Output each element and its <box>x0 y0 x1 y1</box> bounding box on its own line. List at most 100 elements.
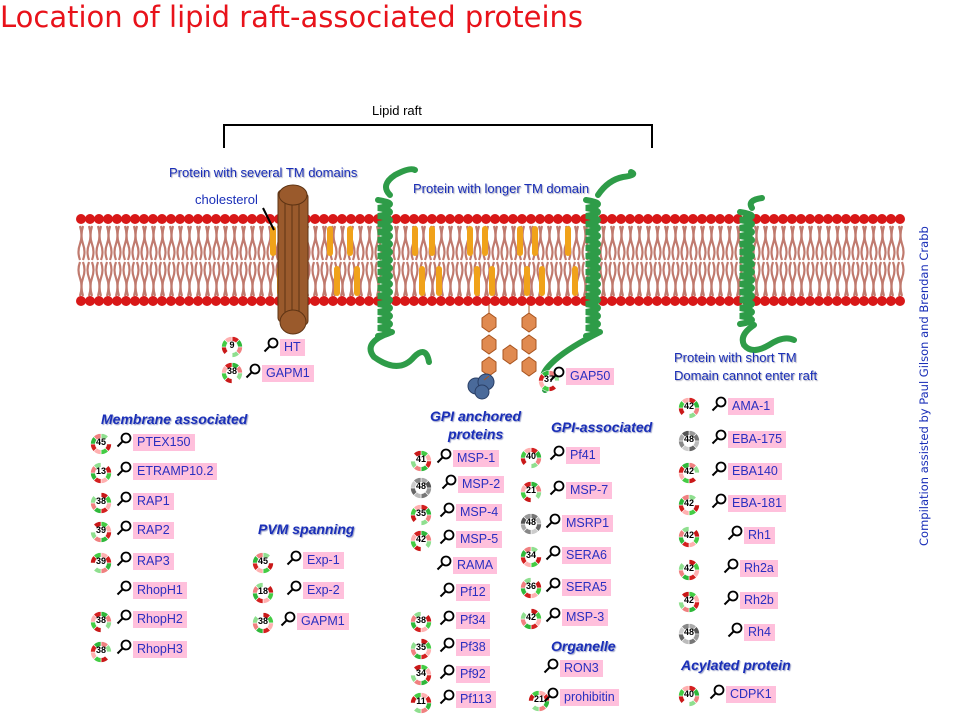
protein-tag[interactable]: ETRAMP10.2 <box>133 463 218 480</box>
protein-tag[interactable]: prohibitin <box>560 689 619 706</box>
magnifier-icon[interactable] <box>543 658 559 674</box>
magnifier-icon[interactable] <box>711 429 727 445</box>
magnifier-icon[interactable] <box>439 689 455 705</box>
magnifier-icon[interactable] <box>116 461 132 477</box>
protein-tag[interactable]: RAP3 <box>133 553 174 570</box>
protein-tag[interactable]: EBA140 <box>728 463 782 480</box>
protein-tag[interactable]: Pf113 <box>456 691 496 708</box>
expression-count: 38 <box>226 366 237 376</box>
magnifier-icon[interactable] <box>441 474 457 490</box>
expression-count: 42 <box>525 612 536 622</box>
expression-count: 42 <box>683 401 694 411</box>
protein-tag[interactable]: Rh2b <box>740 592 778 609</box>
magnifier-icon[interactable] <box>286 550 302 566</box>
protein-tag[interactable]: Rh4 <box>744 624 775 641</box>
gpi-protein-blob <box>467 373 495 400</box>
protein-tag[interactable]: Pf41 <box>566 447 600 464</box>
magnifier-icon[interactable] <box>436 448 452 464</box>
protein-tag[interactable]: RON3 <box>560 660 603 677</box>
protein-tag[interactable]: Exp-1 <box>303 552 344 569</box>
magnifier-icon[interactable] <box>549 445 565 461</box>
magnifier-icon[interactable] <box>711 493 727 509</box>
protein-tag[interactable]: SERA5 <box>562 579 611 596</box>
expression-wheel <box>410 638 432 660</box>
magnifier-icon[interactable] <box>727 525 743 541</box>
magnifier-icon[interactable] <box>436 555 452 571</box>
magnifier-icon[interactable] <box>439 610 455 626</box>
expression-wheel <box>678 397 700 419</box>
longer-tm-label: Protein with longer TM domain <box>413 181 590 196</box>
protein-tag[interactable]: Pf92 <box>456 666 490 683</box>
cholesterol-molecules <box>270 226 578 296</box>
protein-tag[interactable]: CDPK1 <box>726 686 776 703</box>
tm-protein-left <box>367 166 432 369</box>
protein-tag[interactable]: MSP-7 <box>566 482 613 499</box>
protein-tag[interactable]: RhopH3 <box>133 641 187 658</box>
protein-tag[interactable]: MSP-5 <box>456 531 503 548</box>
magnifier-icon[interactable] <box>723 590 739 606</box>
magnifier-icon[interactable] <box>116 580 132 596</box>
expression-count: 40 <box>683 689 694 699</box>
magnifier-icon[interactable] <box>245 363 261 379</box>
magnifier-icon[interactable] <box>439 529 455 545</box>
magnifier-icon[interactable] <box>727 622 743 638</box>
protein-tag[interactable]: Rh1 <box>744 527 775 544</box>
magnifier-icon[interactable] <box>263 337 279 353</box>
magnifier-icon[interactable] <box>545 513 561 529</box>
expression-count: 48 <box>683 434 694 444</box>
protein-tag[interactable]: Pf38 <box>456 639 490 656</box>
magnifier-icon[interactable] <box>711 396 727 412</box>
magnifier-icon[interactable] <box>116 609 132 625</box>
magnifier-icon[interactable] <box>545 577 561 593</box>
protein-tag[interactable]: RAP1 <box>133 493 174 510</box>
protein-tag[interactable]: MSP-1 <box>453 450 500 467</box>
protein-tag[interactable]: MSP-3 <box>562 609 609 626</box>
magnifier-icon[interactable] <box>543 687 559 703</box>
expression-count: 45 <box>95 437 106 447</box>
protein-tag[interactable]: MSP-2 <box>458 476 505 493</box>
protein-tag[interactable]: RhopH2 <box>133 611 187 628</box>
protein-tag[interactable]: GAP50 <box>566 368 615 385</box>
magnifier-icon[interactable] <box>549 480 565 496</box>
magnifier-icon[interactable] <box>545 545 561 561</box>
protein-tag[interactable]: Exp-2 <box>303 582 344 599</box>
protein-tag[interactable]: GAPM1 <box>262 365 314 382</box>
protein-tag[interactable]: SERA6 <box>562 547 611 564</box>
magnifier-icon[interactable] <box>439 664 455 680</box>
magnifier-icon[interactable] <box>116 520 132 536</box>
magnifier-icon[interactable] <box>280 611 296 627</box>
protein-tag[interactable]: MSP-4 <box>456 504 503 521</box>
protein-tag[interactable]: EBA-181 <box>728 495 787 512</box>
protein-tag[interactable]: RAMA <box>453 557 498 574</box>
magnifier-icon[interactable] <box>116 432 132 448</box>
protein-tag[interactable]: Pf34 <box>456 612 490 629</box>
multi-tm-protein <box>277 184 309 335</box>
magnifier-icon[interactable] <box>545 607 561 623</box>
magnifier-icon[interactable] <box>723 558 739 574</box>
protein-tag[interactable]: EBA-175 <box>728 431 787 448</box>
magnifier-icon[interactable] <box>549 366 565 382</box>
magnifier-icon[interactable] <box>439 502 455 518</box>
magnifier-icon[interactable] <box>711 461 727 477</box>
protein-tag[interactable]: Pf12 <box>456 584 490 601</box>
section-gpi-anchored-line1: GPI anchored <box>430 408 522 424</box>
protein-tag[interactable]: MSRP1 <box>562 515 614 532</box>
magnifier-icon[interactable] <box>439 582 455 598</box>
magnifier-icon[interactable] <box>116 491 132 507</box>
magnifier-icon[interactable] <box>439 637 455 653</box>
protein-tag[interactable]: HT <box>280 339 305 356</box>
magnifier-icon[interactable] <box>116 551 132 567</box>
expression-wheel <box>678 623 700 645</box>
magnifier-icon[interactable] <box>709 684 725 700</box>
protein-tag[interactable]: RAP2 <box>133 522 174 539</box>
protein-tag[interactable]: AMA-1 <box>728 398 775 415</box>
expression-wheel <box>520 608 542 630</box>
magnifier-icon[interactable] <box>116 639 132 655</box>
protein-tag[interactable]: GAPM1 <box>297 613 349 630</box>
protein-tag[interactable]: RhopH1 <box>133 582 187 599</box>
protein-tag[interactable]: PTEX150 <box>133 434 195 451</box>
magnifier-icon[interactable] <box>286 580 302 596</box>
expression-wheel <box>678 430 700 452</box>
protein-tag[interactable]: Rh2a <box>740 560 778 577</box>
